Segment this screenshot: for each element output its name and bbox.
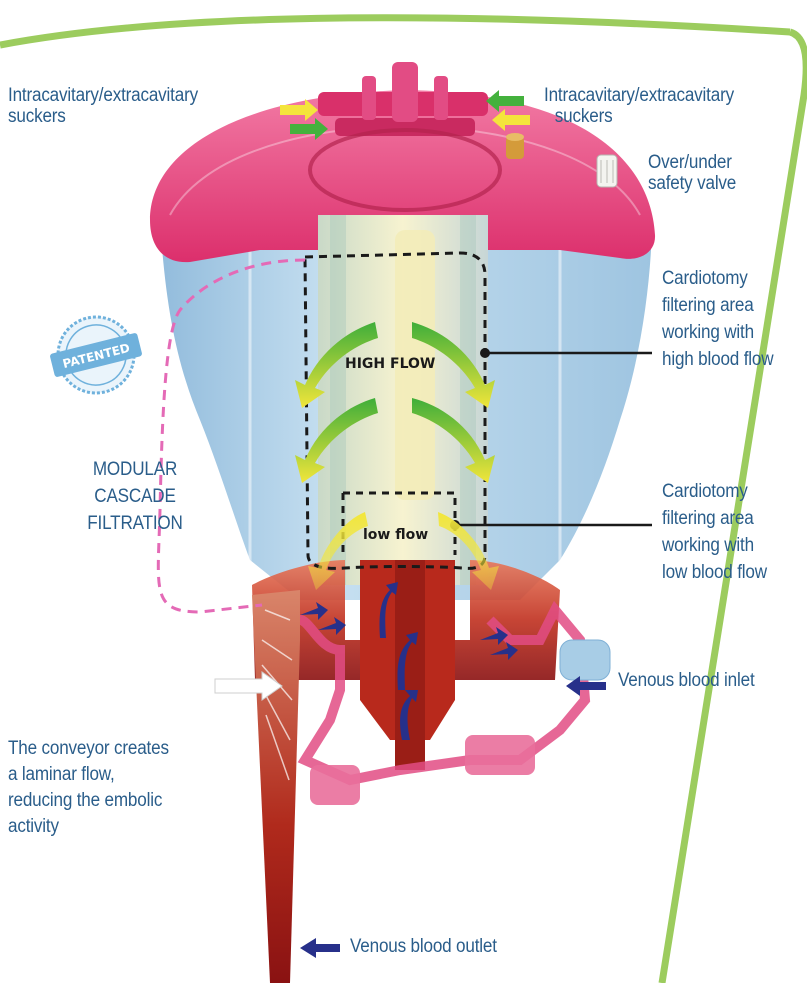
suckers-left-line-2: suckers — [8, 106, 198, 127]
low-area-line-3: working with — [662, 532, 767, 559]
high-area-line-1: Cardiotomy — [662, 265, 773, 292]
venous-inlet-label: Venous blood inlet — [618, 670, 755, 691]
modular-line-2: CASCADE — [68, 483, 203, 510]
conveyor-line-3: reducing the embolic — [8, 788, 169, 814]
low-flow-area-label: Cardiotomy filtering area working with l… — [662, 478, 767, 586]
venous-outlet-arrow — [300, 938, 340, 958]
suckers-right-line-1: Intracavitary/extracavitary — [544, 85, 734, 106]
modular-cascade-label: MODULAR CASCADE FILTRATION — [68, 456, 203, 537]
patent-seal-icon: PATENTED — [43, 307, 149, 403]
safety-valve-line-2: safety valve — [648, 173, 736, 194]
suckers-right-line-2: suckers — [544, 106, 734, 127]
modular-line-3: FILTRATION — [68, 510, 203, 537]
high-area-line-2: filtering area — [662, 292, 773, 319]
high-area-line-3: working with — [662, 319, 773, 346]
safety-valve-line-1: Over/under — [648, 152, 736, 173]
venous-outlet-label: Venous blood outlet — [350, 936, 497, 957]
low-area-line-4: low blood flow — [662, 559, 767, 586]
venous-inlet-pipe — [560, 640, 610, 680]
suckers-left-line-1: Intracavitary/extracavitary — [8, 85, 198, 106]
conveyor-label: The conveyor creates a laminar flow, red… — [8, 736, 169, 840]
suckers-right-label: Intracavitary/extracavitary suckers — [544, 85, 734, 127]
conveyor-line-4: activity — [8, 814, 169, 840]
safety-valve-label: Over/under safety valve — [648, 152, 736, 194]
conveyor-line-2: a laminar flow, — [8, 762, 169, 788]
conveyor-outlet — [252, 590, 300, 983]
suckers-left-label: Intracavitary/extracavitary suckers — [8, 85, 198, 127]
conveyor-line-1: The conveyor creates — [8, 736, 169, 762]
low-area-line-1: Cardiotomy — [662, 478, 767, 505]
low-flow-label: low flow — [363, 527, 428, 543]
high-flow-area-label: Cardiotomy filtering area working with h… — [662, 265, 773, 373]
low-area-line-2: filtering area — [662, 505, 767, 532]
high-area-line-4: high blood flow — [662, 346, 773, 373]
modular-line-1: MODULAR — [68, 456, 203, 483]
high-flow-label: HIGH FLOW — [345, 356, 435, 372]
